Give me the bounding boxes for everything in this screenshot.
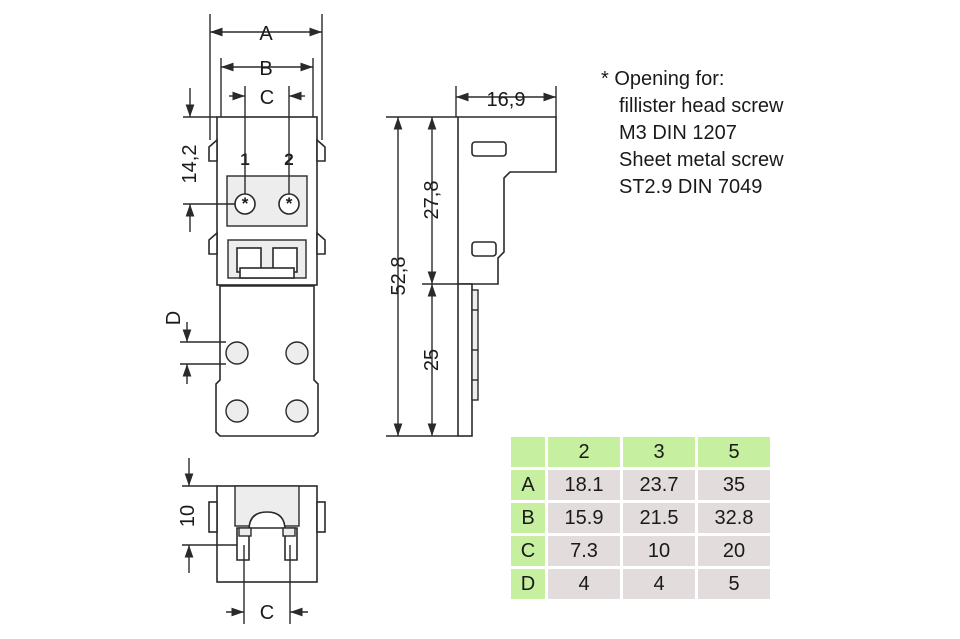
side-plate <box>457 283 473 437</box>
bottom-tab <box>316 501 326 533</box>
asterisk-mark: * <box>242 194 249 213</box>
bottom-pin <box>238 527 252 537</box>
dim-label-C-bottom: C <box>260 602 274 624</box>
note-line: ST2.9 DIN 7049 <box>619 176 763 198</box>
table-row: C 7.3 10 20 <box>511 536 770 566</box>
dim-label-A: A <box>259 23 273 45</box>
mounting-hole <box>285 399 309 423</box>
side-tab <box>208 231 218 255</box>
dim-label-14-2: 14,2 <box>179 145 201 184</box>
table-corner <box>511 437 545 467</box>
bottom-view: 10 C <box>177 458 326 624</box>
side-tab <box>208 138 218 162</box>
dim-label-B: B <box>259 58 272 80</box>
table-cell: 23.7 <box>623 470 695 500</box>
bottom-pin <box>282 527 296 537</box>
row-header: B <box>511 503 545 533</box>
table-cell: 10 <box>623 536 695 566</box>
note-line: * Opening for: <box>601 68 725 90</box>
side-tab <box>316 138 326 162</box>
front-view: * * 1 2 A B C 14,2 <box>163 14 326 437</box>
table-row: B 15.9 21.5 32.8 <box>511 503 770 533</box>
bottom-tab <box>208 501 218 533</box>
asterisk-mark: * <box>286 194 293 213</box>
table-cell: 35 <box>698 470 770 500</box>
dimension-table: 2 3 5 A 18.1 23.7 35 B 15.9 21.5 32.8 C … <box>508 434 773 602</box>
table-cell: 15.9 <box>548 503 620 533</box>
dim-label-27-8: 27,8 <box>421 181 443 220</box>
column-header: 5 <box>698 437 770 467</box>
dim-label-C-top: C <box>260 87 274 109</box>
table-cell: 5 <box>698 569 770 599</box>
dim-label-10: 10 <box>177 505 199 527</box>
column-header: 3 <box>623 437 695 467</box>
dim-label-16-9: 16,9 <box>487 89 526 111</box>
note-line: M3 DIN 1207 <box>619 122 737 144</box>
screw-opening-note: * Opening for: fillister head screw M3 D… <box>601 66 784 201</box>
table-cell: 21.5 <box>623 503 695 533</box>
side-tab <box>316 231 326 255</box>
mounting-plate <box>215 285 319 437</box>
table-row: A 18.1 23.7 35 <box>511 470 770 500</box>
dim-label-25: 25 <box>421 349 443 371</box>
side-rib <box>471 289 479 401</box>
table-cell: 7.3 <box>548 536 620 566</box>
side-view: 16,9 52,8 27,8 25 <box>386 86 557 437</box>
table-row: D 4 4 5 <box>511 569 770 599</box>
table-cell: 4 <box>548 569 620 599</box>
column-header: 2 <box>548 437 620 467</box>
note-line: Sheet metal screw <box>619 149 784 171</box>
note-line: fillister head screw <box>619 95 784 117</box>
row-header: D <box>511 569 545 599</box>
table-cell: 18.1 <box>548 470 620 500</box>
dim-label-D: D <box>163 311 185 325</box>
mounting-hole <box>225 341 249 365</box>
table-cell: 32.8 <box>698 503 770 533</box>
dim-label-52-8: 52,8 <box>388 257 410 296</box>
side-slot <box>471 241 497 257</box>
mounting-hole <box>225 399 249 423</box>
table-header-row: 2 3 5 <box>511 437 770 467</box>
table-cell: 4 <box>623 569 695 599</box>
table-cell: 20 <box>698 536 770 566</box>
row-header: A <box>511 470 545 500</box>
mounting-hole <box>285 341 309 365</box>
clip-bar <box>239 267 295 279</box>
row-header: C <box>511 536 545 566</box>
side-slot <box>471 141 507 157</box>
